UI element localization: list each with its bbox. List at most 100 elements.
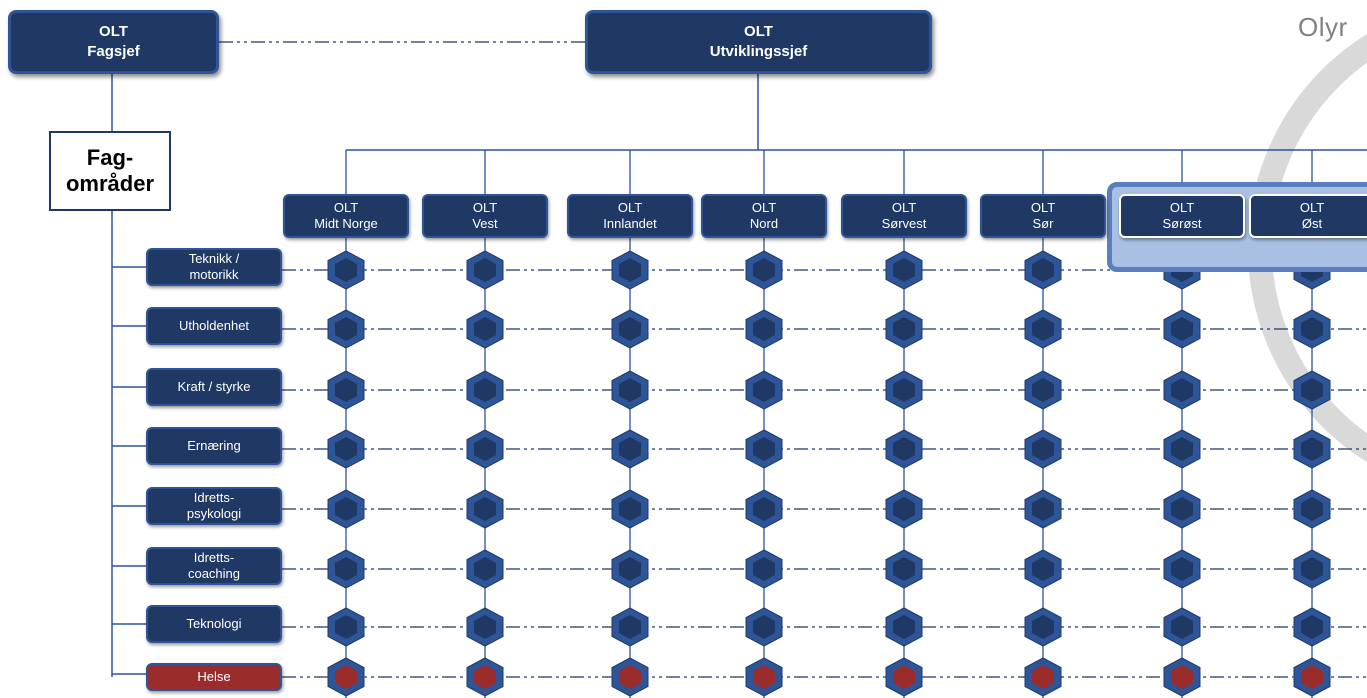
area-line1: Utholdenhet <box>178 318 250 333</box>
node-hexagon-inner <box>1032 497 1054 521</box>
area-box: Kraft / styrke <box>146 368 282 406</box>
node-hexagon-inner <box>619 497 641 521</box>
node-hexagon-inner <box>619 437 641 461</box>
node-hexagon-inner <box>619 258 641 282</box>
node-hexagon-inner <box>893 557 915 581</box>
node-hexagon-inner <box>1032 557 1054 581</box>
node-hexagon-inner <box>893 317 915 341</box>
node-hexagon-inner <box>474 615 496 639</box>
area-line1: Teknologi <box>186 616 242 631</box>
node-hexagon-inner <box>474 258 496 282</box>
node-hexagon-inner <box>335 258 357 282</box>
area-line1: Idretts- <box>193 490 235 505</box>
node-hexagon-inner <box>1301 497 1323 521</box>
node-hexagon-inner <box>335 378 357 402</box>
fagsjef-line2: Fagsjef <box>87 43 140 60</box>
node-hexagon-inner <box>335 615 357 639</box>
node-hexagon-inner <box>1032 317 1054 341</box>
utviklingssjef-line2: Utviklingssjef <box>709 43 808 60</box>
area-box: Utholdenhet <box>146 307 282 345</box>
region-line1: OLT <box>751 200 777 215</box>
area-line1: Kraft / styrke <box>177 379 251 394</box>
node-hexagon-inner <box>1171 497 1193 521</box>
node-hexagon-inner <box>1032 665 1054 689</box>
node-hexagon-inner <box>1032 378 1054 402</box>
node-hexagon-inner <box>1301 317 1323 341</box>
region-line1: OLT <box>1030 200 1056 215</box>
node-hexagon-inner <box>619 557 641 581</box>
area-line1: Teknikk / <box>188 251 240 266</box>
node-hexagon-inner <box>753 615 775 639</box>
area-box: Ernæring <box>146 427 282 465</box>
node-hexagon-inner <box>1171 557 1193 581</box>
node-hexagon-inner <box>474 317 496 341</box>
node-hexagon-inner <box>474 437 496 461</box>
area-line2: coaching <box>187 566 241 581</box>
region-line2: Øst <box>1301 216 1323 231</box>
node-hexagon-inner <box>1032 258 1054 282</box>
node-hexagon-inner <box>893 378 915 402</box>
node-hexagon-inner <box>753 437 775 461</box>
node-hexagon-inner <box>893 665 915 689</box>
area-box: Helse <box>146 663 282 691</box>
node-hexagon-inner <box>619 317 641 341</box>
node-hexagon-inner <box>893 497 915 521</box>
node-hexagon-inner <box>893 258 915 282</box>
area-line1: Ernæring <box>187 438 241 453</box>
region-line2: Sør <box>1032 216 1054 231</box>
region-line1: OLT <box>1299 200 1325 215</box>
node-hexagon-inner <box>1032 437 1054 461</box>
node-hexagon-inner <box>1301 557 1323 581</box>
node-hexagon-inner <box>474 557 496 581</box>
region-line1: OLT <box>617 200 643 215</box>
region-line2: Sørøst <box>1162 216 1202 231</box>
region-line2: Nord <box>749 216 779 231</box>
area-box: Teknikk /motorikk <box>146 248 282 286</box>
region-line2: Vest <box>472 216 498 231</box>
fagomrader-box: Fag- områder <box>49 131 171 211</box>
area-box: Idretts-psykologi <box>146 487 282 525</box>
node-hexagon-inner <box>335 317 357 341</box>
node-hexagon-inner <box>1301 665 1323 689</box>
node-hexagon-inner <box>1171 378 1193 402</box>
region-line2: Sørvest <box>881 216 927 231</box>
node-hexagon-inner <box>753 378 775 402</box>
node-hexagon-inner <box>1171 437 1193 461</box>
node-hexagon-inner <box>619 615 641 639</box>
node-hexagon-inner <box>1171 317 1193 341</box>
region-line2: Innlandet <box>603 216 657 231</box>
region-line1: OLT <box>891 200 917 215</box>
node-hexagon-inner <box>335 437 357 461</box>
node-hexagon-inner <box>619 665 641 689</box>
node-hexagon-inner <box>1301 378 1323 402</box>
node-hexagon-inner <box>1301 615 1323 639</box>
node-hexagon-inner <box>474 665 496 689</box>
node-hexagon-inner <box>335 665 357 689</box>
node-hexagon-inner <box>335 497 357 521</box>
node-hexagon-inner <box>1032 615 1054 639</box>
node-hexagon-inner <box>474 497 496 521</box>
region-line1: OLT <box>333 200 359 215</box>
node-hexagon-inner <box>753 665 775 689</box>
node-hexagon-inner <box>753 497 775 521</box>
node-hexagon-inner <box>753 258 775 282</box>
fagsjef-line1: OLT <box>99 23 128 40</box>
node-hexagon-inner <box>893 437 915 461</box>
node-hexagon-inner <box>335 557 357 581</box>
node-hexagon-inner <box>1171 615 1193 639</box>
area-box: Idretts-coaching <box>146 547 282 585</box>
node-hexagon-inner <box>619 378 641 402</box>
node-hexagon-inner <box>1301 437 1323 461</box>
node-hexagon-inner <box>753 317 775 341</box>
area-line1: Idretts- <box>193 550 235 565</box>
node-hexagon-inner <box>474 378 496 402</box>
region-line2: Midt Norge <box>314 216 378 231</box>
